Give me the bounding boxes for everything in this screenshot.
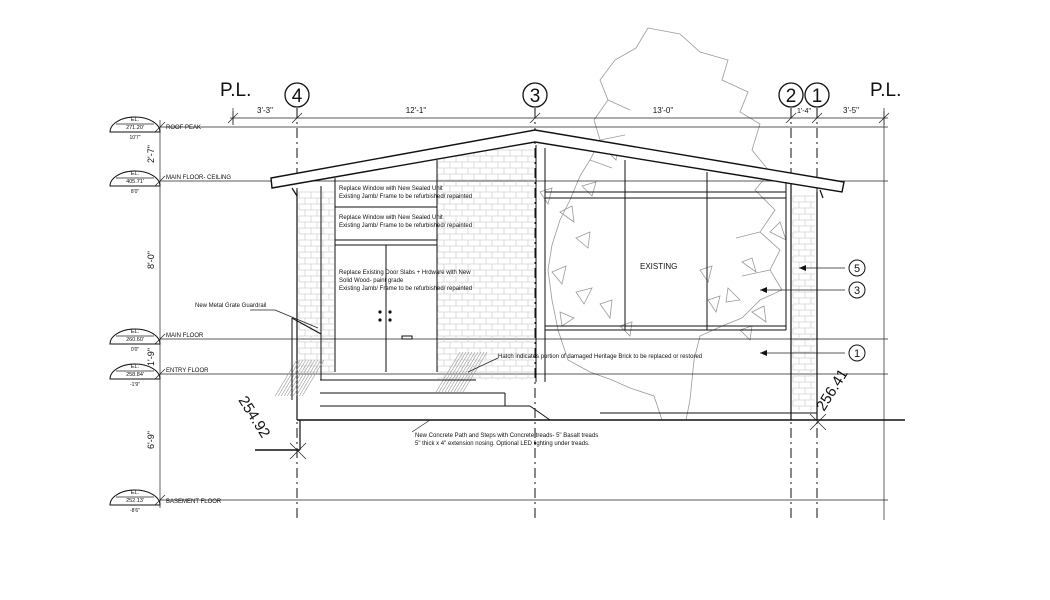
svg-text:BASEMENT FLOOR: BASEMENT FLOOR — [166, 499, 222, 505]
note-guardrail: New Metal Grate Guardrail — [195, 303, 266, 309]
svg-text:271.20': 271.20' — [126, 125, 144, 131]
spot-elevation-right: 256.41 — [813, 366, 852, 414]
keynote-tag-5: 5 — [848, 259, 866, 277]
svg-text:252.13': 252.13' — [126, 498, 144, 504]
svg-text:Replace Window with New Sealed: Replace Window with New Sealed Unit — [339, 215, 443, 221]
svg-text:3: 3 — [530, 86, 541, 107]
level-marker-main-floor: EL. 260.60' 0'0" MAIN FLOOR — [109, 328, 204, 353]
svg-text:3'-3": 3'-3" — [257, 106, 273, 115]
grid-bubble-1: 1 — [804, 82, 830, 108]
level-marker-entry-floor: EL. 258.84' -1'9" ENTRY FLOOR — [109, 363, 209, 388]
svg-text:12'-1": 12'-1" — [406, 106, 427, 115]
top-dimension-labels: 3'-3" 12'-1" 13'-0" 1'-4" 3'-5" — [257, 106, 859, 115]
property-line-right: P.L. — [870, 80, 901, 101]
spot-elevation-left: 254.92 — [235, 393, 274, 441]
svg-text:13'-0": 13'-0" — [653, 106, 674, 115]
left-dimension-labels: 2'-7" 8'-0" 1'-9" 6'-9" — [146, 145, 156, 449]
svg-text:-1'9": -1'9" — [130, 382, 140, 388]
svg-text:5: 5 — [854, 263, 860, 275]
svg-text:ROOF PEAK: ROOF PEAK — [166, 125, 201, 131]
svg-text:6'-9": 6'-9" — [146, 431, 156, 449]
leader-lines — [250, 265, 845, 433]
level-marker-main-floor-ceiling: EL. 405.71' 8'0" MAIN FLOOR- CEILING — [109, 170, 231, 195]
svg-text:0'0": 0'0" — [131, 347, 140, 353]
svg-text:5" thick x 4" extension nosing: 5" thick x 4" extension nosing. Optional… — [415, 441, 590, 447]
note-door: Replace Existing Door Slabs + Hrdware wi… — [339, 270, 472, 292]
svg-text:ENTRY FLOOR: ENTRY FLOOR — [166, 368, 209, 374]
svg-text:Replace Existing Door Slabs +: Replace Existing Door Slabs + Hrdware wi… — [339, 270, 471, 276]
grid-bubble-3: 3 — [522, 82, 548, 108]
svg-text:10'7": 10'7" — [129, 135, 140, 141]
svg-text:EL.: EL. — [131, 490, 140, 496]
svg-text:New Concrete Path and Steps wi: New Concrete Path and Steps with Concret… — [415, 433, 598, 439]
svg-text:8'-0": 8'-0" — [146, 251, 156, 269]
svg-text:EL.: EL. — [131, 364, 140, 370]
level-marker-roof-peak: EL. 271.20' 10'7" ROOF PEAK — [109, 116, 201, 141]
svg-text:258.84': 258.84' — [126, 372, 144, 378]
svg-text:EL.: EL. — [131, 171, 140, 177]
note-hatch: Hatch indicates portion of damaged Herit… — [498, 354, 702, 360]
svg-text:405.71': 405.71' — [126, 179, 144, 185]
svg-text:1: 1 — [854, 348, 860, 360]
svg-text:260.60': 260.60' — [126, 337, 144, 343]
grid-bubbles: 4 3 2 1 — [284, 82, 830, 108]
note-window-2: Replace Window with New Sealed Unit Exis… — [339, 215, 472, 229]
existing-window — [544, 150, 787, 331]
keynote-tag-3: 3 — [848, 281, 866, 299]
top-dimension-string — [227, 111, 890, 125]
svg-text:EL.: EL. — [131, 329, 140, 335]
note-existing: EXISTING — [640, 262, 677, 271]
svg-text:-8'6": -8'6" — [130, 508, 140, 514]
svg-text:Existing Jamb/ Frame to be ref: Existing Jamb/ Frame to be refurbished/ … — [339, 223, 472, 229]
svg-text:2: 2 — [786, 86, 797, 107]
hatch-areas — [274, 351, 488, 397]
svg-text:MAIN FLOOR- CEILING: MAIN FLOOR- CEILING — [166, 175, 231, 181]
level-marker-basement-floor: EL. 252.13' -8'6" BASEMENT FLOOR — [109, 489, 222, 514]
svg-text:1: 1 — [812, 86, 823, 107]
svg-text:2'-7": 2'-7" — [146, 145, 156, 163]
note-concrete: New Concrete Path and Steps with Concret… — [415, 433, 598, 447]
svg-text:4: 4 — [292, 86, 303, 107]
property-line-left: P.L. — [220, 80, 251, 101]
svg-text:Existing Jamb/ Frame to be ref: Existing Jamb/ Frame to be refurbished/ … — [339, 194, 472, 200]
roof — [270, 129, 845, 199]
tree-outline — [539, 27, 787, 421]
svg-text:Solid Wood- paint grade: Solid Wood- paint grade — [339, 278, 404, 284]
svg-text:1'-9": 1'-9" — [146, 348, 156, 366]
note-window-1: Replace Window with New Sealed Unit Exis… — [339, 186, 472, 200]
svg-text:Existing Jamb/ Frame to be ref: Existing Jamb/ Frame to be refurbished/ … — [339, 286, 472, 292]
grid-bubble-2: 2 — [778, 82, 804, 108]
svg-text:8'0": 8'0" — [131, 189, 140, 195]
grid-bubble-4: 4 — [284, 82, 310, 108]
steps-and-grade — [255, 317, 905, 460]
svg-text:MAIN FLOOR: MAIN FLOOR — [166, 333, 204, 339]
keynote-tag-1: 1 — [848, 344, 866, 362]
window-door-frames — [334, 160, 438, 372]
svg-text:Replace Window with New Sealed: Replace Window with New Sealed Unit — [339, 186, 443, 192]
svg-text:EL.: EL. — [131, 117, 140, 123]
svg-text:3: 3 — [854, 285, 860, 297]
svg-text:3'-5": 3'-5" — [843, 106, 859, 115]
svg-text:1'-4": 1'-4" — [797, 108, 811, 115]
